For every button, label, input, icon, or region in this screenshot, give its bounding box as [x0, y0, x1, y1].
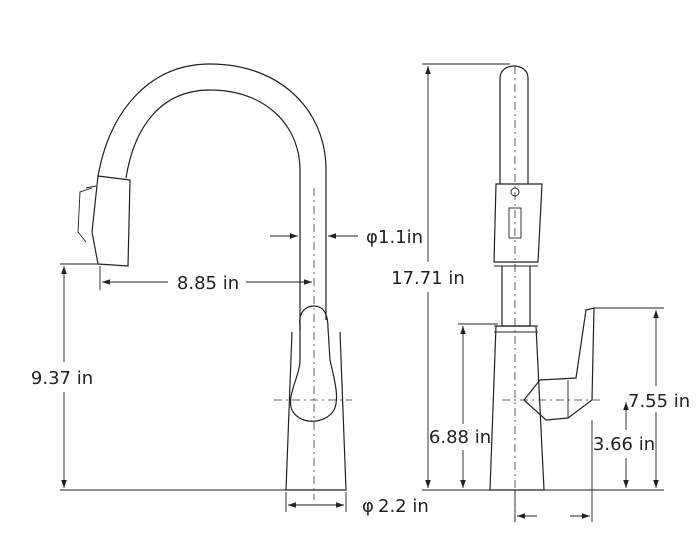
front-reach-label: 8.85 in	[177, 273, 239, 294]
side-indicator-icon	[508, 207, 522, 239]
side-spout-base-label: 6.88 in	[429, 427, 491, 448]
side-handle-top-label: 7.55 in	[628, 391, 690, 412]
front-handle	[290, 305, 338, 422]
front-gooseneck-inner	[125, 89, 301, 330]
side-spout-tube	[499, 65, 529, 184]
side-handle-height-label: 3.66 in	[593, 434, 655, 455]
side-spray-head	[493, 183, 543, 263]
side-faucet-body	[489, 325, 545, 491]
base-diameter-label: 2.2 in	[378, 496, 429, 517]
diameter-symbol: φ	[366, 227, 378, 248]
front-view: 8.85 in 9.37 in φ 1.1in φ 2.2 in	[31, 63, 429, 517]
front-spray-head-button	[77, 187, 93, 243]
front-spray-head	[91, 175, 131, 267]
front-faucet-body	[285, 331, 347, 491]
spout-diameter-label: 1.1in	[378, 227, 423, 248]
side-handle	[523, 307, 595, 421]
front-height-label: 9.37 in	[31, 368, 93, 389]
diameter-symbol: φ	[362, 496, 374, 517]
side-view: 17.71 in 6.88 in 7.55 in 3.66 in	[391, 63, 690, 522]
front-gooseneck-outer	[97, 63, 327, 320]
side-total-height-label: 17.71 in	[391, 268, 465, 289]
